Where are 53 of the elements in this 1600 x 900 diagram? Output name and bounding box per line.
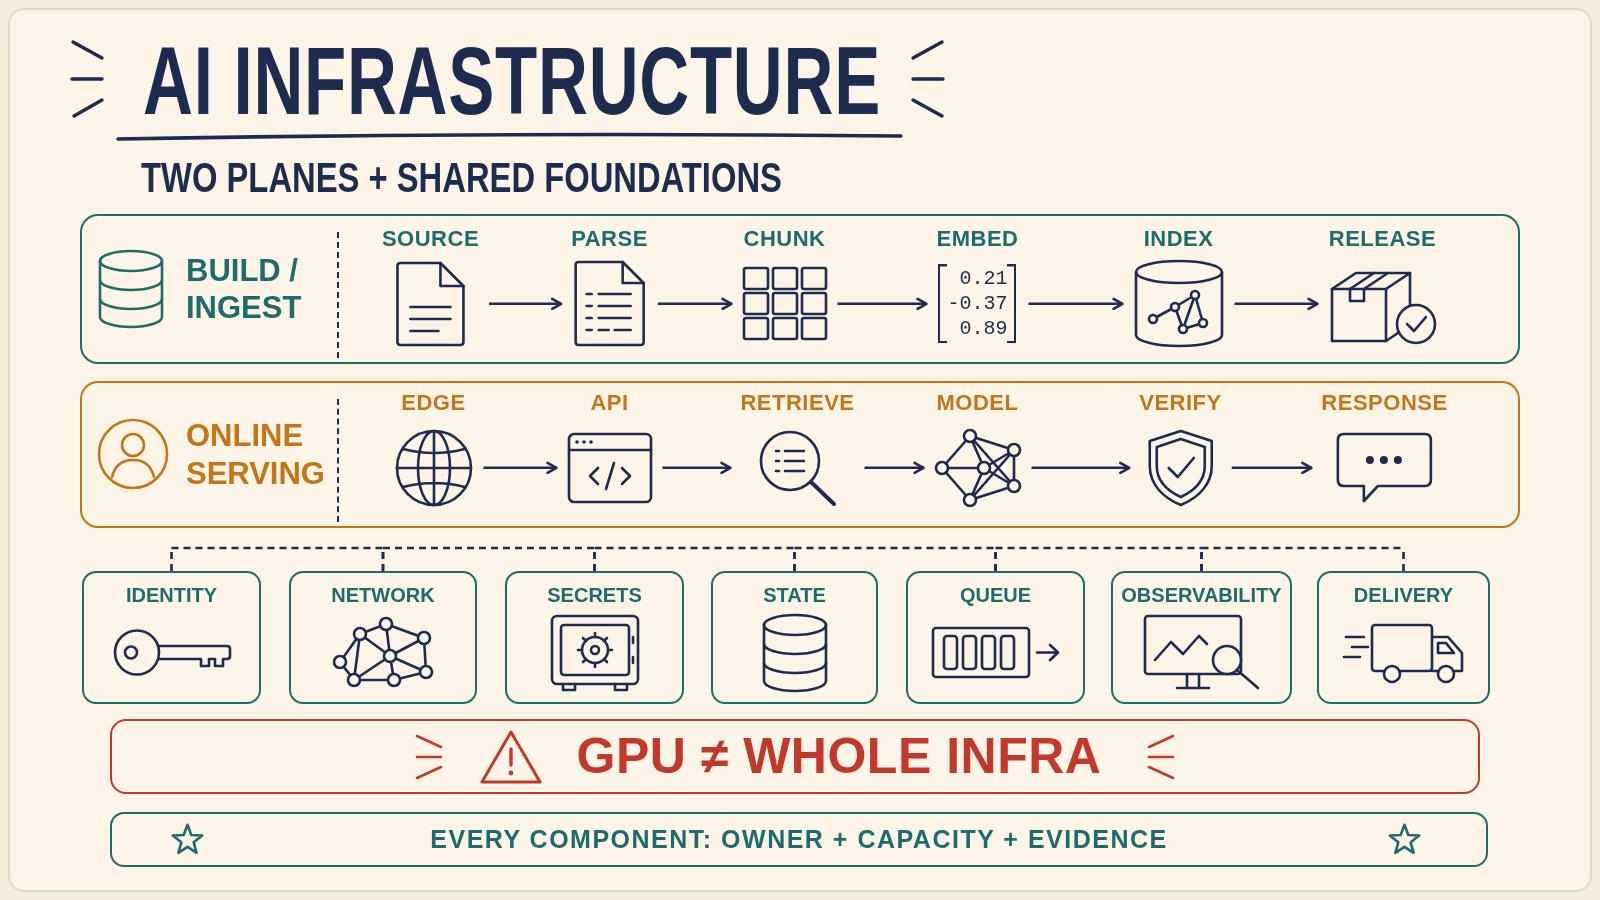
arrow xyxy=(1231,461,1313,475)
step-label: EDGE xyxy=(401,389,466,415)
card-title: IDENTITY xyxy=(125,584,218,607)
footer-banner xyxy=(110,812,1488,867)
component-card xyxy=(82,571,261,704)
connector-line xyxy=(170,546,385,573)
pipeline-panel xyxy=(80,381,1520,528)
pipeline-panel xyxy=(80,214,1520,364)
step-label: CHUNK xyxy=(743,225,826,251)
step-label: RESPONSE xyxy=(1321,389,1448,415)
step-label: PARSE xyxy=(571,225,648,251)
step-label: VERIFY xyxy=(1139,389,1222,415)
step-label: API xyxy=(590,389,629,415)
subtitle: TWO PLANES + SHARED FOUNDATIONS xyxy=(141,157,782,199)
card-title: NETWORK xyxy=(331,584,435,607)
card-title: DELIVERY xyxy=(1353,584,1454,607)
arrow xyxy=(662,461,732,475)
component-card xyxy=(906,571,1085,704)
arrow xyxy=(657,297,733,311)
card-title: STATE xyxy=(763,584,826,607)
step-label: RETRIEVE xyxy=(740,389,855,415)
arrow xyxy=(864,461,925,475)
arrow xyxy=(1234,297,1319,311)
vector-values: 0.21 -0.37 0.89 xyxy=(938,264,1017,344)
connector-line xyxy=(793,546,997,573)
step-label: EMBED xyxy=(936,225,1019,251)
card-title: SECRETS xyxy=(547,584,642,607)
component-card xyxy=(1317,571,1490,704)
panel-title: BUILD / INGEST xyxy=(186,251,303,327)
connector-line xyxy=(1200,546,1405,573)
arrow xyxy=(489,297,563,311)
card-title: QUEUE xyxy=(959,584,1032,607)
connector-line xyxy=(994,546,1203,573)
warning-banner xyxy=(110,719,1480,794)
arrow xyxy=(483,461,558,475)
component-card xyxy=(505,571,684,704)
step-label: RELEASE xyxy=(1328,225,1437,251)
component-card xyxy=(289,571,477,704)
card-title: OBSERVABILITY xyxy=(1121,584,1282,607)
step-label: SOURCE xyxy=(381,225,480,251)
title: AI INFRASTRUCTURE xyxy=(143,33,881,129)
arrow xyxy=(1031,461,1131,475)
footer-text: EVERY COMPONENT: OWNER + CAPACITY + EVIDENCE xyxy=(430,825,1168,854)
component-card xyxy=(1111,571,1292,704)
connector-line xyxy=(381,546,596,573)
panel-title: ONLINE SERVING xyxy=(186,417,326,492)
step-label: INDEX xyxy=(1143,225,1214,251)
step-label: MODEL xyxy=(936,389,1019,415)
connector-line xyxy=(593,546,796,573)
banner-text: GPU ≠ WHOLE INFRA xyxy=(576,729,1102,784)
arrow xyxy=(837,297,928,311)
arrow xyxy=(1028,297,1124,311)
component-card xyxy=(711,571,878,704)
